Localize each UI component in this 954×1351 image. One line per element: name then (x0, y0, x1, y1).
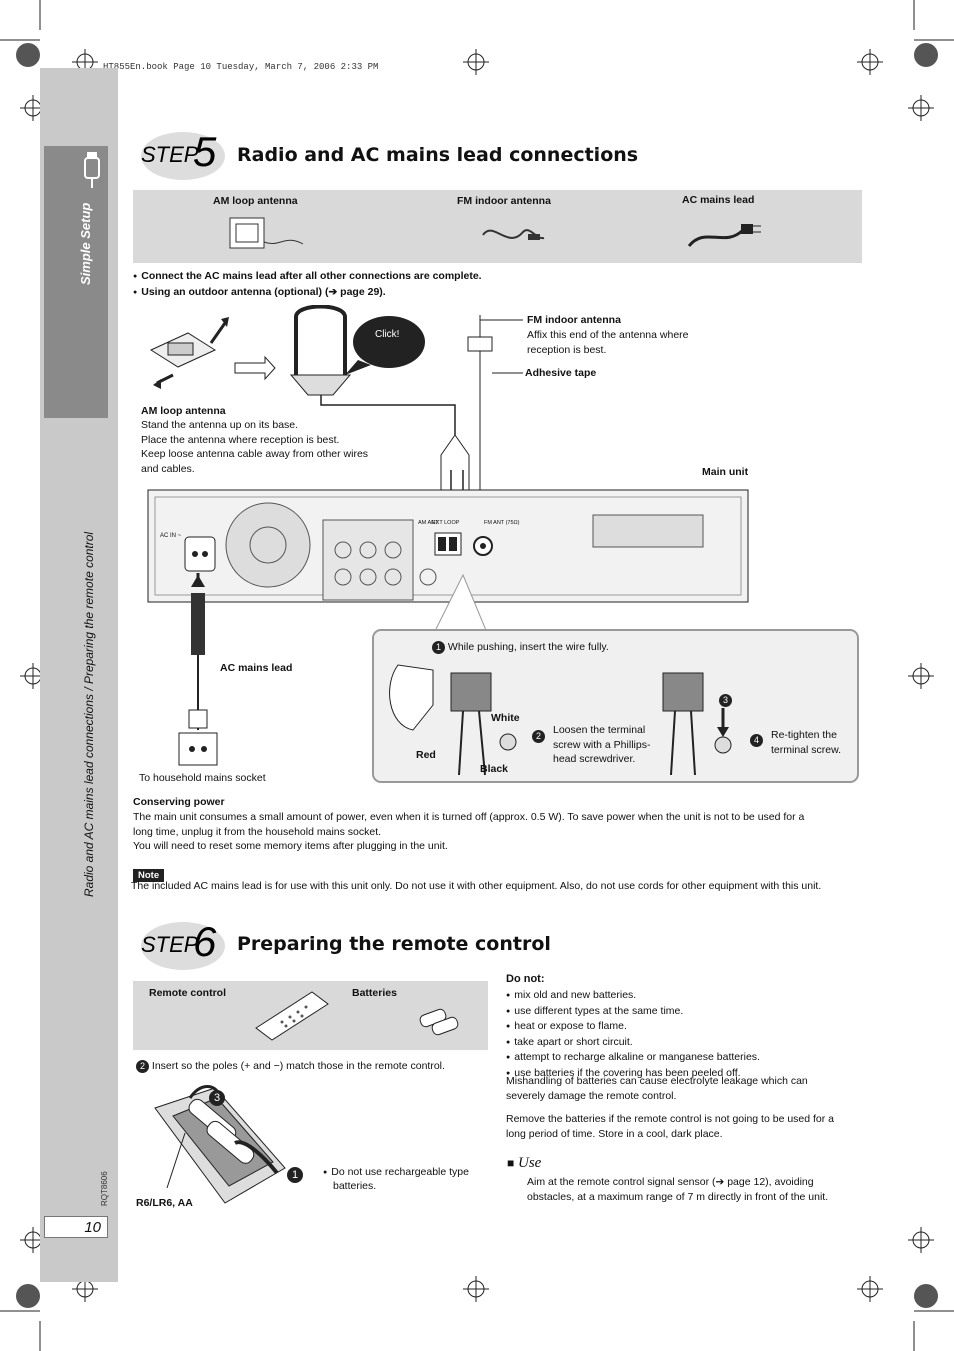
registration-mark-icon (463, 1276, 489, 1302)
list-item: attempt to recharge alkaline or manganes… (506, 1050, 760, 1066)
step5-bullets: Connect the AC mains lead after all othe… (133, 269, 482, 301)
main-unit-label: Main unit (702, 466, 749, 478)
use-heading: ■ Use (507, 1155, 542, 1171)
registration-mark-icon (857, 49, 883, 75)
registration-mark-icon (908, 1227, 934, 1253)
insert-instruction: 2 Insert so the poles (+ and −) match th… (136, 1060, 445, 1073)
use-text: Aim at the remote control signal sensor … (527, 1176, 829, 1203)
note-tag: Note (133, 865, 165, 883)
mishandling-text: Mishandling of batteries can cause elect… (506, 1075, 808, 1102)
wire-red-label: Red (416, 749, 436, 761)
registration-mark-icon (908, 663, 934, 689)
plug-icon (84, 152, 100, 188)
battery-step-1-num: 1 (287, 1165, 303, 1183)
running-title: Radio and AC mains lead connections / Pr… (82, 531, 96, 897)
svg-text:5: 5 (193, 128, 217, 175)
supplied-ac-label: AC mains lead (682, 194, 755, 206)
svg-text:6: 6 (193, 918, 217, 965)
open-arrow-icon (234, 355, 276, 381)
adhesive-tape-label: Adhesive tape (525, 367, 597, 379)
conserving-title: Conserving power (133, 796, 225, 808)
doc-code: RQT8606 (100, 1171, 109, 1206)
battery-insert-diagram (154, 1085, 286, 1204)
registration-mark-icon (463, 49, 489, 75)
supplied-remote-label: Remote control (149, 987, 227, 999)
wire-white-label: White (491, 712, 520, 724)
batteries-icon (419, 1008, 459, 1036)
list-item: heat or expose to flame. (506, 1019, 760, 1035)
do-not-title: Do not: (506, 973, 545, 985)
am-ant-label: AM ANT (418, 520, 439, 526)
section-tab (44, 146, 108, 418)
battery-type-label: R6/LR6, AA (136, 1197, 193, 1209)
am-antenna-text: Stand the antenna up on its base.Place t… (141, 419, 369, 475)
conserving-text: The main unit consumes a small amount of… (133, 811, 805, 852)
supplied-batteries-label: Batteries (352, 987, 397, 999)
click-label: Click! (375, 329, 400, 340)
inset-step-4-num: 4 (750, 730, 763, 748)
rechargeable-warning-cont: batteries. (333, 1180, 377, 1192)
section-label: Simple Setup (78, 202, 93, 285)
wire-black-label: Black (480, 763, 509, 775)
bullet-item: Connect the AC mains lead after all othe… (133, 269, 481, 285)
remote-control-icon (255, 991, 329, 1041)
step-badge-icon: STEP 6 (141, 918, 225, 970)
connection-diagram (147, 305, 859, 783)
fm-antenna-icon (482, 229, 545, 240)
battery-step-3-num: 3 (209, 1088, 225, 1106)
registration-mark-icon (908, 95, 934, 121)
household-socket-label: To household mains socket (139, 772, 266, 784)
list-item: use different types at the same time. (506, 1004, 760, 1020)
list-item: take apart or short circuit. (506, 1035, 760, 1051)
ac-mains-lead-label: AC mains lead (220, 662, 293, 674)
svg-text:STEP: STEP (141, 142, 199, 167)
registration-mark-icon (857, 1276, 883, 1302)
am-antenna-title: AM loop antenna (141, 405, 226, 417)
file-header: HT855En.book Page 10 Tuesday, March 7, 2… (103, 62, 379, 72)
do-not-list: mix old and new batteries. use different… (506, 988, 760, 1082)
rechargeable-warning: Do not use rechargeable type (323, 1165, 469, 1181)
ac-lead-icon (687, 224, 761, 248)
step-badge-icon: STEP 5 (141, 128, 225, 180)
bullet-item: Using an outdoor antenna (optional) (➔ p… (133, 285, 482, 301)
ac-in-label: AC IN ~ (160, 533, 182, 539)
list-item: use batteries if the covering has been p… (506, 1066, 760, 1082)
fm-ant-label: FM ANT (75Ω) (484, 520, 520, 526)
step5-title: Radio and AC mains lead connections (237, 144, 639, 166)
remove-text: Remove the batteries if the remote contr… (506, 1113, 835, 1140)
note-text: The included AC mains lead is for use wi… (131, 880, 822, 892)
step6-title: Preparing the remote control (237, 933, 551, 955)
svg-text:STEP: STEP (141, 932, 199, 957)
ext-loop-label: EXT LOOP (432, 520, 460, 526)
am-antenna-icon (229, 217, 304, 249)
bullet-item: Do not use rechargeable type (323, 1165, 469, 1181)
inset-step-2-num: 2 (532, 726, 545, 744)
inset-step-1: 1 While pushing, insert the wire fully. (432, 641, 609, 654)
page-number: 10 (44, 1216, 108, 1238)
am-antenna-parts (149, 332, 217, 368)
fm-antenna-title: FM indoor antenna (527, 314, 621, 326)
supplied-fm-label: FM indoor antenna (457, 195, 551, 207)
supplied-am-label: AM loop antenna (213, 195, 298, 207)
arrow-icon (209, 322, 227, 344)
inset-step-3-num: 3 (719, 690, 732, 708)
list-item: mix old and new batteries. (506, 988, 760, 1004)
